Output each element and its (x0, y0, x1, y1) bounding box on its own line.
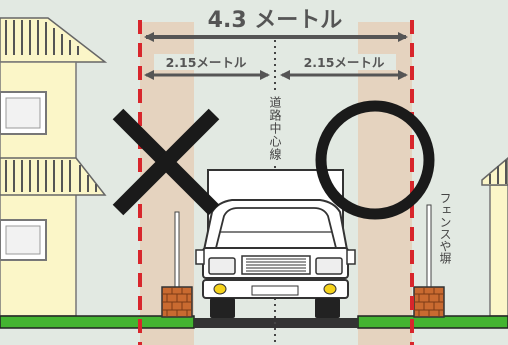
cross-mark (112, 108, 220, 216)
fence-label: フェンスや塀 (438, 192, 452, 265)
center-line-label: 道路中心線 (268, 96, 282, 161)
total-width-label: 4.3 メートル (208, 8, 343, 33)
half-width-label-left: 2.15メートル (166, 55, 247, 70)
half-width-label-right: 2.15メートル (304, 55, 385, 70)
left-fence (161, 211, 193, 318)
truck (195, 169, 356, 318)
setback-band-right (358, 22, 412, 345)
ground-right (357, 315, 508, 329)
ground-left (0, 315, 195, 329)
right-fence (413, 204, 445, 318)
left-house (0, 17, 108, 317)
circle-mark (315, 100, 435, 220)
